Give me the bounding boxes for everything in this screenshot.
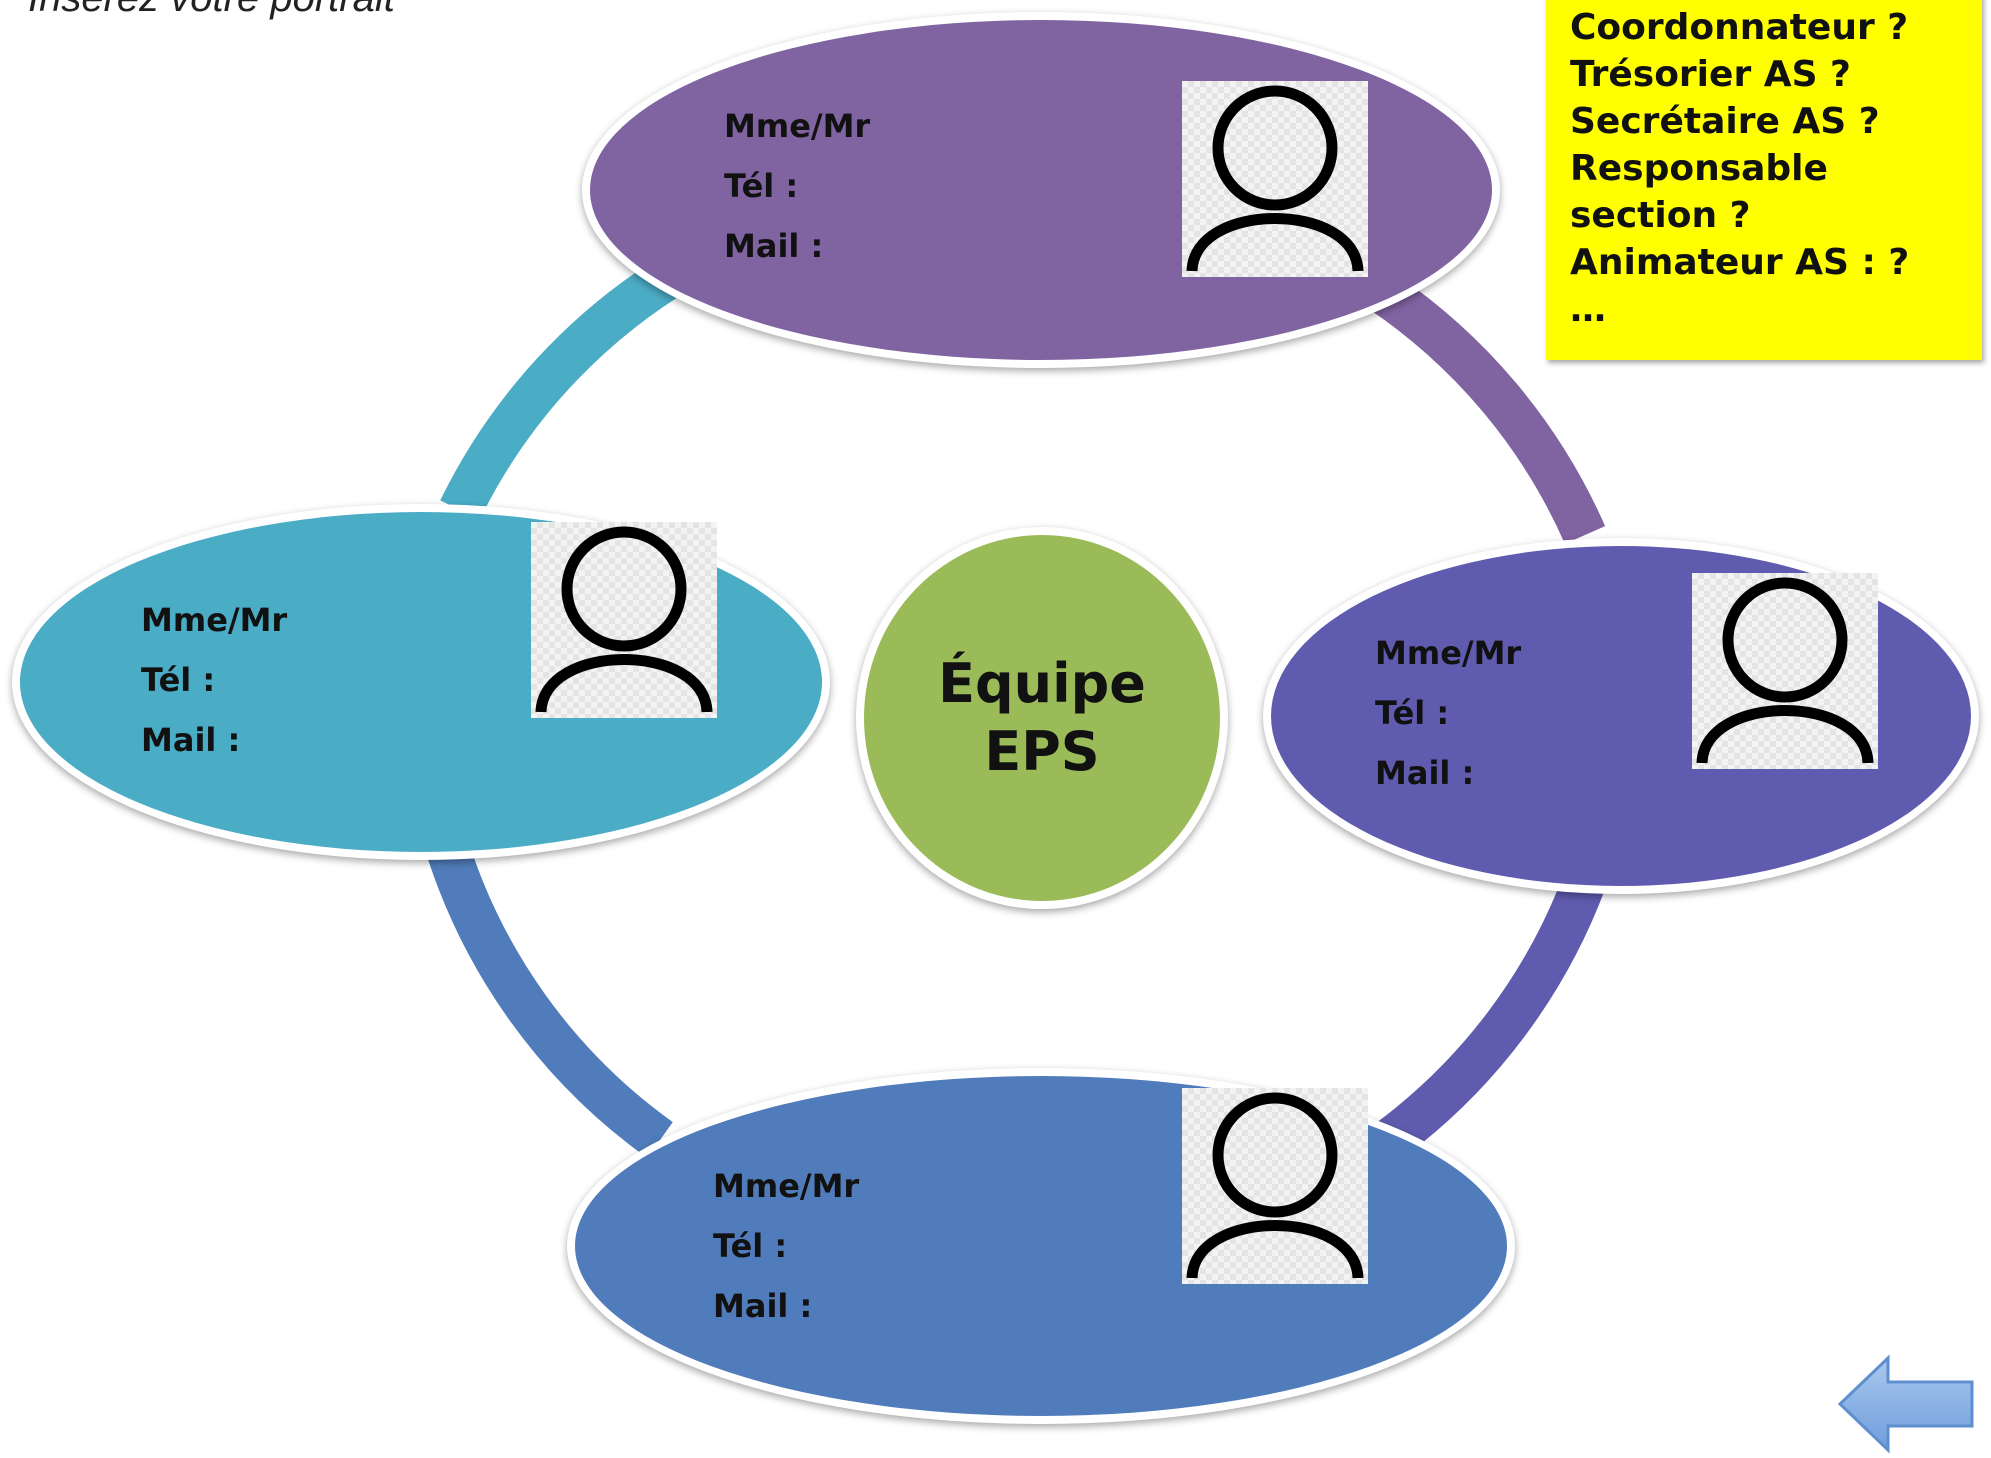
- ring-arc-bottom-left: [423, 833, 673, 1158]
- portrait-left[interactable]: [531, 522, 717, 718]
- roles-note: Coordonnateur ? Trésorier AS ? Secrétair…: [1546, 0, 1982, 360]
- role-line: Responsable: [1570, 148, 1828, 189]
- role-line: Secrétaire AS ?: [1570, 101, 1880, 142]
- mail-label: Mail :: [724, 227, 824, 265]
- member-fields-right: Mme/Mr Tél : Mail :: [1375, 623, 1521, 803]
- member-node-bottom[interactable]: [567, 1068, 1515, 1424]
- portrait-right[interactable]: [1692, 573, 1878, 769]
- member-fields-left: Mme/Mr Tél : Mail :: [141, 590, 287, 770]
- role-line: section ?: [1570, 195, 1751, 236]
- portrait-bottom[interactable]: [1182, 1088, 1368, 1284]
- portrait-top[interactable]: [1182, 81, 1368, 277]
- member-fields-top: Mme/Mr Tél : Mail :: [724, 96, 870, 276]
- mail-label: Mail :: [141, 721, 241, 759]
- center-node: Équipe EPS: [856, 527, 1228, 909]
- role-line: Animateur AS : ?: [1570, 242, 1910, 283]
- civility-label: Mme/Mr: [141, 601, 288, 639]
- center-label-line1: Équipe: [938, 652, 1146, 715]
- mail-label: Mail :: [713, 1287, 813, 1325]
- role-line: Coordonnateur ?: [1570, 7, 1909, 48]
- back-arrow-icon[interactable]: [1836, 1354, 1976, 1454]
- role-line: Trésorier AS ?: [1570, 54, 1851, 95]
- ring-arc-left-top: [440, 251, 692, 520]
- person-icon: [1186, 1092, 1364, 1279]
- instruction-text: Insérez votre portrait: [28, 0, 395, 21]
- member-fields-bottom: Mme/Mr Tél : Mail :: [713, 1156, 859, 1336]
- person-icon: [1696, 577, 1874, 764]
- tel-label: Tél :: [1375, 694, 1450, 732]
- center-label-line2: EPS: [984, 720, 1100, 783]
- role-line: …: [1570, 289, 1606, 330]
- tel-label: Tél :: [724, 167, 799, 205]
- civility-label: Mme/Mr: [724, 107, 871, 145]
- ring-arc-top-right: [1367, 271, 1606, 544]
- center-label: Équipe EPS: [922, 650, 1162, 786]
- civility-label: Mme/Mr: [713, 1167, 860, 1205]
- tel-label: Tél :: [141, 661, 216, 699]
- person-icon: [1186, 85, 1364, 272]
- mail-label: Mail :: [1375, 754, 1475, 792]
- tel-label: Tél :: [713, 1227, 788, 1265]
- civility-label: Mme/Mr: [1375, 634, 1522, 672]
- ring-arc-right-bottom: [1376, 872, 1606, 1158]
- person-icon: [535, 526, 713, 713]
